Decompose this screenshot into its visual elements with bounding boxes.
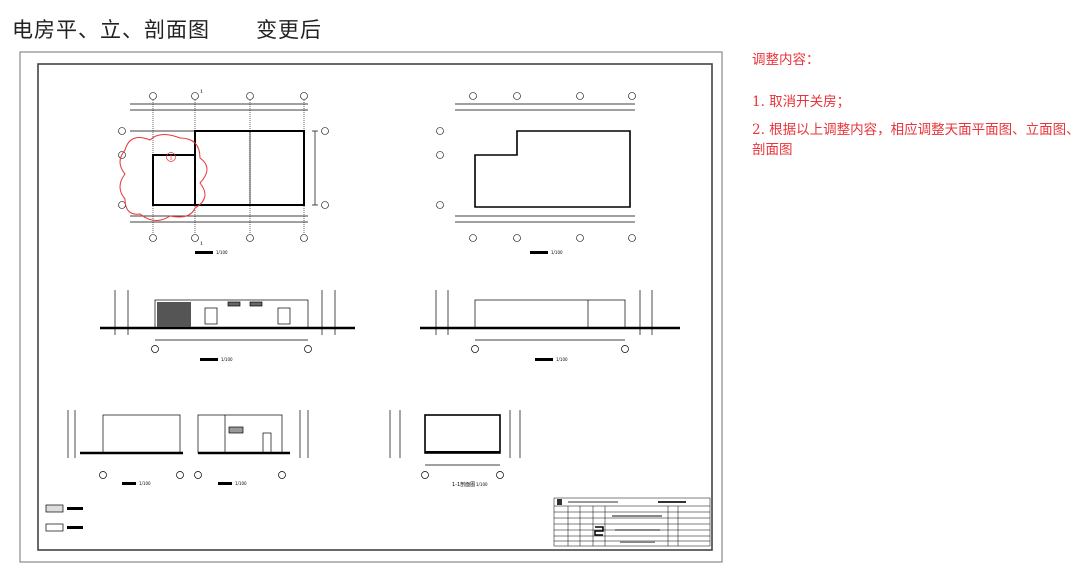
scale-label: 1/100 [235,481,247,486]
elevation-d: 1/100 [194,410,309,486]
legend [45,504,83,532]
revision-marker [166,152,176,162]
status-label: 变更后 [256,18,323,42]
page-title: 电房平、立、剖面图 变更后 [12,14,322,44]
scale-label: 1/100 [476,482,488,487]
section-mark: 1 [200,241,203,247]
section-1-1: 1-1剖面图 1/100 [389,410,521,488]
scale-label: 1/100 [551,250,563,255]
drawing-title: 电房平、立、剖面图 [12,18,210,42]
scale-label: 1/100 [221,357,233,362]
title-block [553,497,711,547]
elevation-b: 1/100 [420,290,680,362]
revision-number: 1 [169,155,173,162]
outer-frame [19,51,723,563]
elevation-a: 1/100 [100,290,355,362]
note-item: 1. 取消开关房； [752,94,851,110]
inner-frame [37,63,713,551]
revision-notes: 调整内容： 1. 取消开关房； 2. 根据以上调整内容，相应调整天面平面图、立面… [752,50,1080,168]
scale-label: 1/100 [139,481,151,486]
scale-label: 1/100 [556,357,568,362]
scale-label: 1/100 [216,250,228,255]
note-item: 2. 根据以上调整内容，相应调整天面平面图、立面图、剖面图 [752,122,1080,158]
section-mark: 1 [200,89,203,95]
elevation-c: 1/100 [67,410,184,486]
section-title: 1-1剖面图 [452,481,475,488]
roof-plan: 1/100 [436,92,636,255]
notes-heading: 调整内容： [752,52,820,68]
ground-floor-plan: 1 1 1 1/100 [118,89,329,255]
revision-cloud [119,134,208,221]
